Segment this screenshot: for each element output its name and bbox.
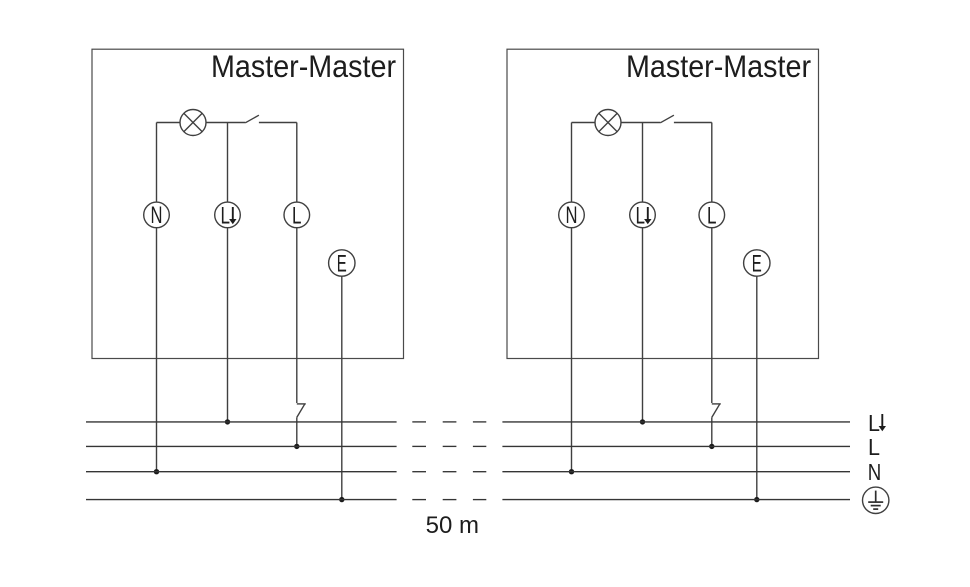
svg-text:L: L xyxy=(868,410,880,436)
svg-text:50 m: 50 m xyxy=(426,512,479,539)
svg-text:N: N xyxy=(868,459,882,485)
svg-text:L: L xyxy=(868,434,880,460)
